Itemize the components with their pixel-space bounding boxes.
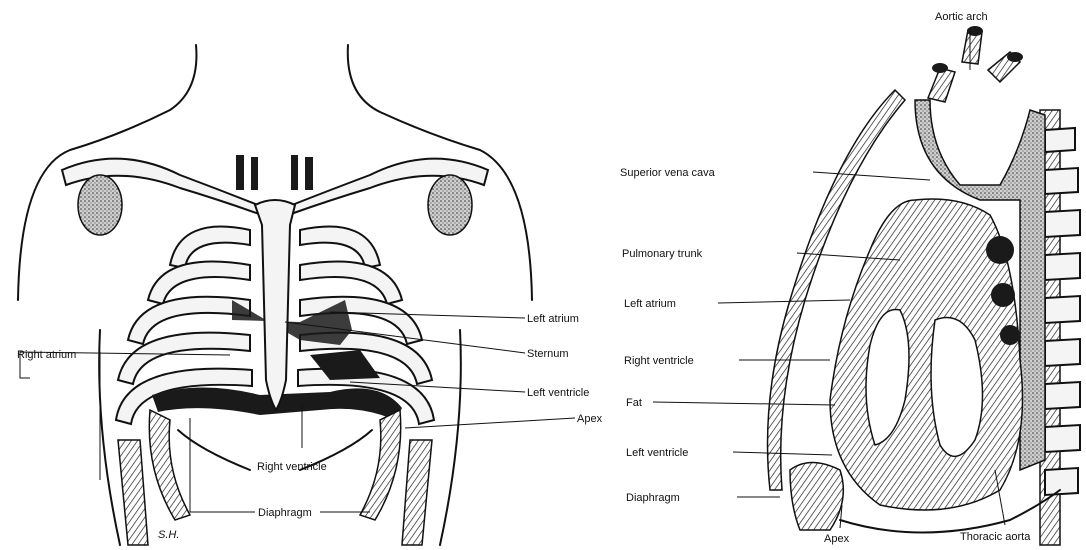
label-diaphragm-lateral: Diaphragm [626,492,680,504]
label-left-ventricle-front: Left ventricle [527,387,589,399]
label-diaphragm-front: Diaphragm [258,507,312,519]
label-right-ventricle-front: Right ventricle [257,461,327,473]
label-left-ventricle-lateral: Left ventricle [626,447,688,459]
label-fat: Fat [626,397,642,409]
label-thoracic-aorta: Thoracic aorta [960,531,1031,543]
label-left-atrium-lateral: Left atrium [624,298,676,310]
artist-signature: S.H. [158,529,179,541]
label-sternum: Sternum [527,348,569,360]
label-right-atrium: Right atrium [17,349,76,361]
label-left-atrium-front: Left atrium [527,313,579,325]
label-aortic-arch: Aortic arch [935,11,988,23]
label-pulmonary-trunk: Pulmonary trunk [622,248,703,260]
label-apex-front: Apex [577,413,603,425]
label-superior-vena-cava: Superior vena cava [620,167,716,179]
front-view-leaders [20,312,575,512]
label-apex-lateral: Apex [824,533,850,545]
lateral-view-illustration [768,26,1081,545]
label-right-ventricle-lateral: Right ventricle [624,355,694,367]
